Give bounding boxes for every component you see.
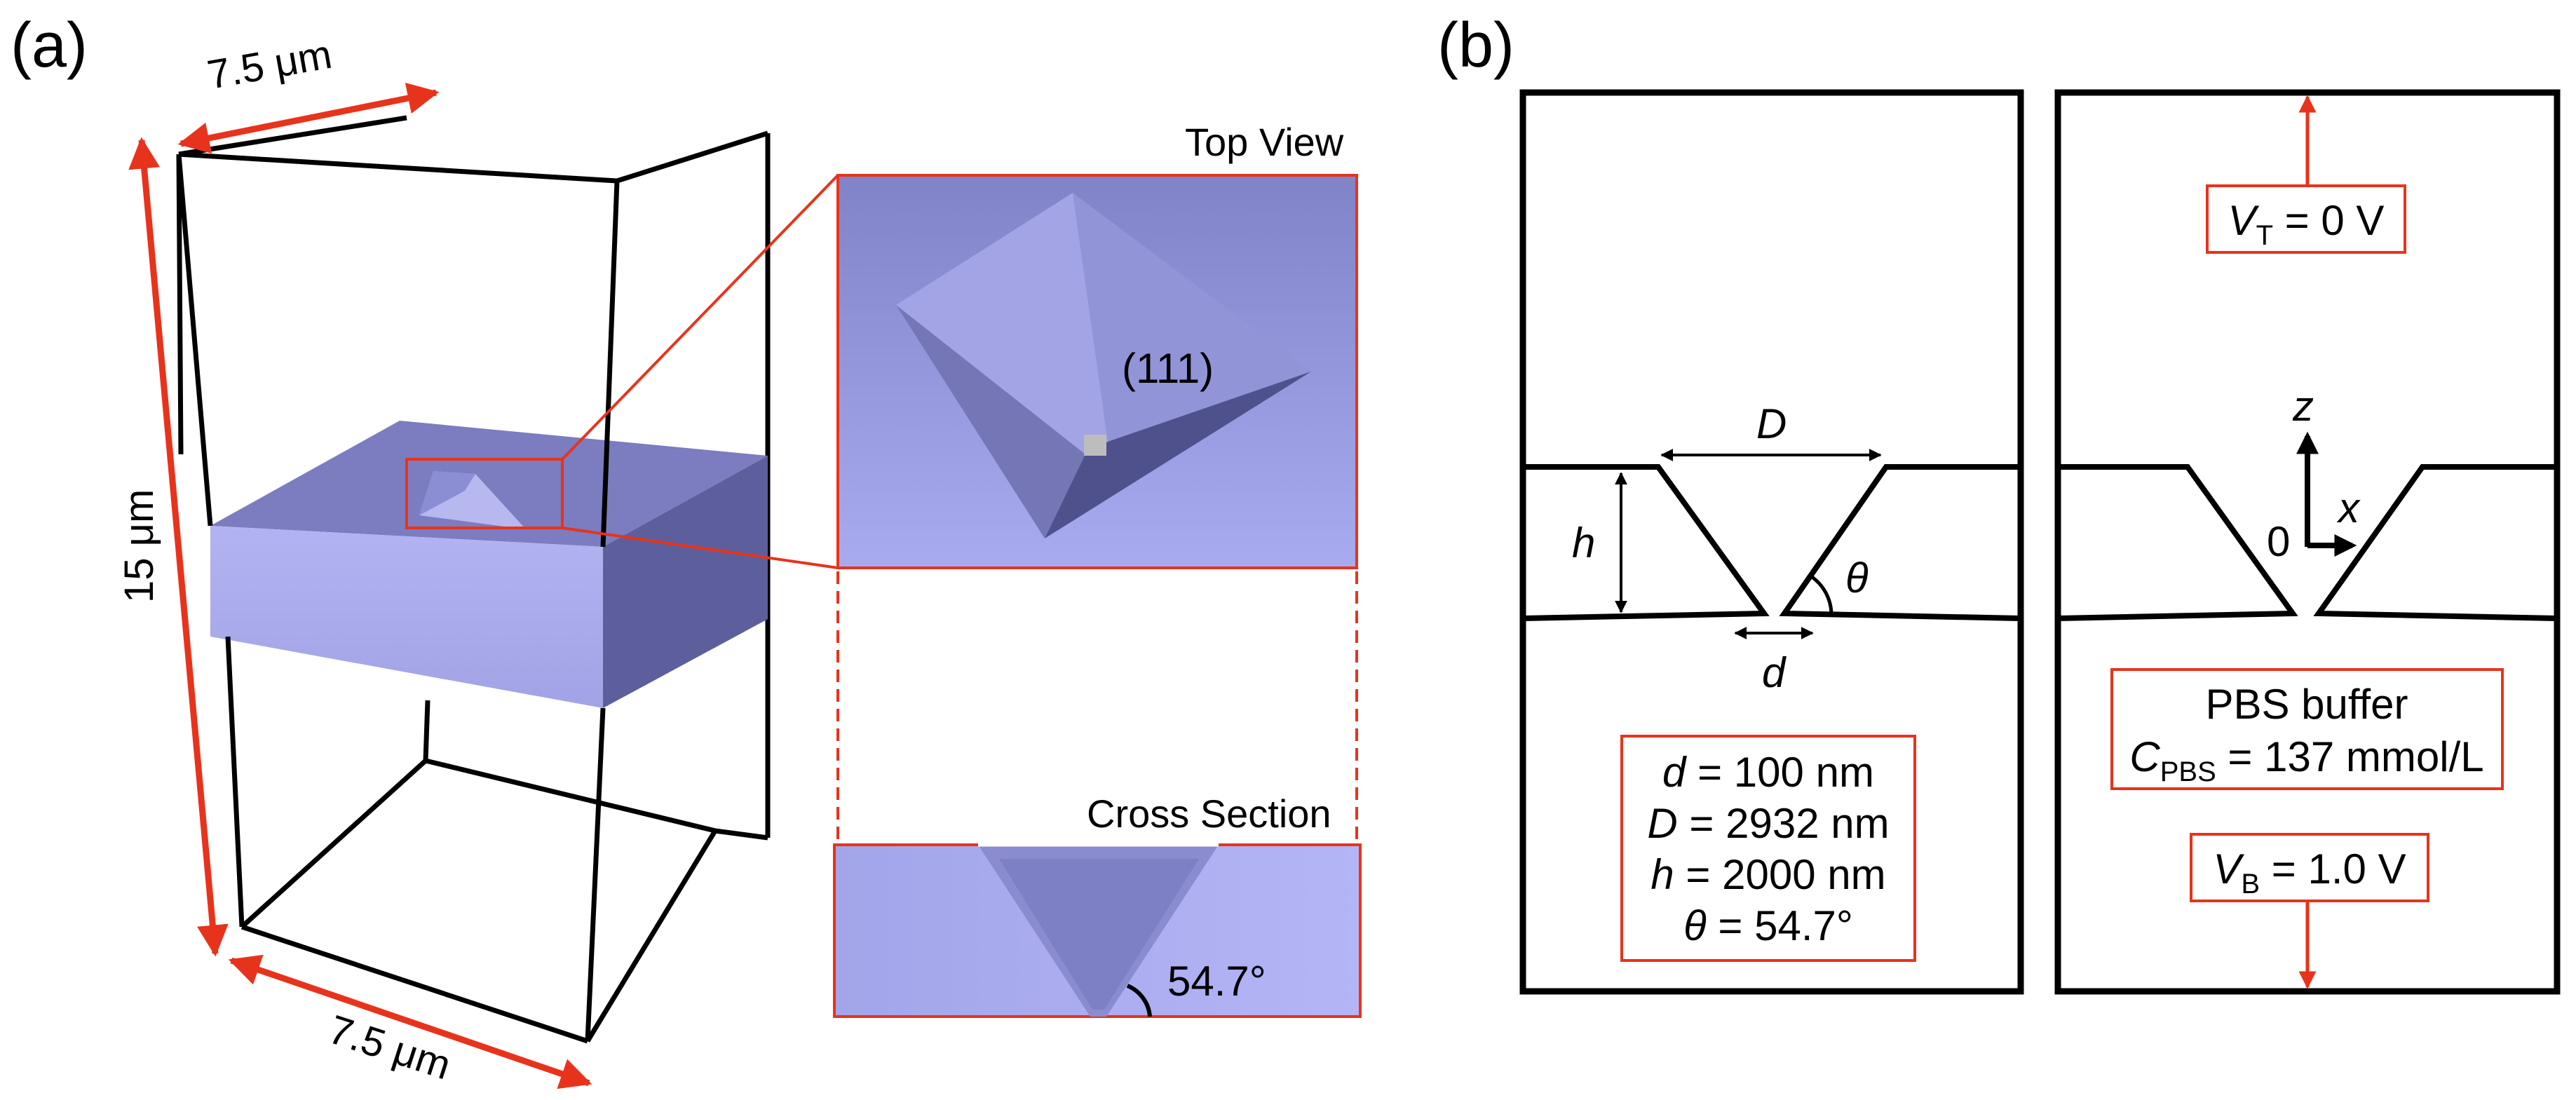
top-view-inset: Top View (111) [836, 120, 1358, 569]
panel-b: (b) D h θ d d = 100 nm D = 2932 nm h = 2… [1437, 11, 2561, 995]
cross-section-title: Cross Section [1087, 792, 1331, 836]
top-view-title: Top View [1185, 120, 1344, 164]
param-D: D = 2932 nm [1647, 800, 1889, 847]
vt-box [2206, 184, 2406, 254]
pyramid-right-facet [1073, 193, 1311, 442]
geometry-box: D h θ d d = 100 nm D = 2932 nm h = 2000 … [1519, 89, 2024, 995]
label-d: d [1762, 649, 1787, 696]
dim-arrow-bottom [228, 954, 592, 1089]
box-bottom-back-edges [240, 700, 716, 929]
param-h: h = 2000 nm [1650, 851, 1885, 898]
cross-section-inset: Cross Section 54.7° [833, 792, 1362, 1018]
pyramid-bottom-facet [1045, 372, 1311, 538]
pyramid-apex [1084, 435, 1106, 456]
parameter-box [1620, 735, 1916, 962]
vb-box [2190, 833, 2429, 902]
cross-section-pore-inner [999, 859, 1199, 1010]
param-theta: θ = 54.7° [1683, 902, 1853, 949]
slab-pore-inner [419, 471, 475, 515]
zoom-box [405, 458, 564, 529]
label-theta: θ [1845, 555, 1869, 602]
membrane-right-profile [1779, 464, 2021, 621]
membrane-left-profile-2 [2057, 464, 2298, 621]
angle-54-label: 54.7° [1167, 958, 1266, 1005]
label-h: h [1572, 520, 1595, 566]
membrane-slab [210, 421, 768, 708]
buffer-title: PBS buffer [2205, 681, 2408, 728]
dim-bottom-label: 7.5 μm [323, 1007, 456, 1089]
slab-top-face [210, 421, 768, 547]
dim-arrow-top [177, 82, 440, 154]
slab-side-face [603, 456, 768, 708]
angle-arc-54 [1126, 984, 1152, 1017]
buffer-box [2110, 668, 2504, 790]
pyramid-left-facet [896, 305, 1085, 538]
membrane-right-profile-2 [2313, 464, 2558, 621]
vb-label: VB = 1.0 V [2213, 846, 2406, 899]
membrane-left-profile [1522, 464, 1770, 621]
origin-label: 0 [2267, 518, 2290, 565]
label-D: D [1756, 400, 1787, 447]
vt-label: VT = 0 V [2228, 197, 2385, 251]
zoom-line-bottom [562, 527, 839, 569]
dim-side-label: 15 μm [116, 489, 162, 603]
panel-a-label: (a) [11, 11, 88, 81]
facet-111-label: (111) [1122, 345, 1214, 392]
boundary-box: VT = 0 V z x 0 PBS buffer CPBS = 137 mmo… [2054, 89, 2561, 995]
buffer-concentration: CPBS = 137 mmol/L [2129, 733, 2483, 787]
pyramid-top-facet [896, 193, 1108, 454]
dim-arrow-side [128, 137, 229, 957]
theta-arc [1810, 574, 1833, 614]
dim-top-label: 7.5 μm [204, 32, 335, 98]
zoom-line-top [561, 174, 839, 461]
slab-front-face [210, 526, 603, 708]
panel-b-label: (b) [1437, 11, 1514, 81]
param-d: d = 100 nm [1662, 749, 1874, 796]
axis-z-label: z [2292, 383, 2314, 430]
axis-x-label: x [2336, 484, 2361, 531]
panel-a: (a) [11, 11, 1362, 1089]
